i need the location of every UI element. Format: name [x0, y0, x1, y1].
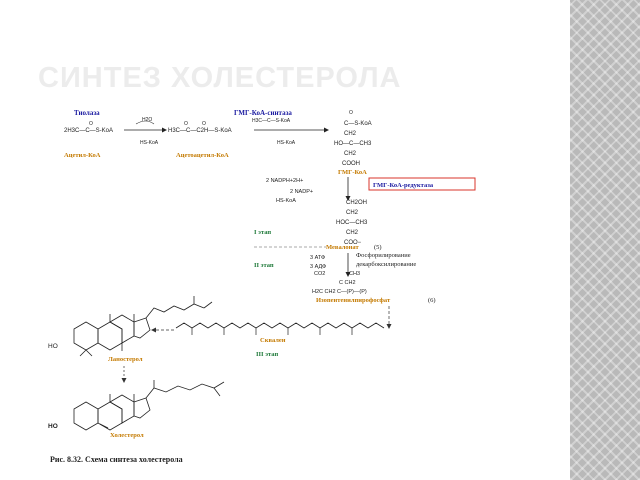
label-lanosterol: Ланостерол	[108, 356, 143, 363]
connector-squalene-head	[151, 327, 156, 333]
enzyme-hmg-synthase: ГМГ-КоА-синтаза	[234, 109, 292, 117]
reductase-highlight-box	[368, 177, 476, 191]
hmg-o: O	[349, 110, 353, 116]
phosphorylation-label: Фосфорилирование	[356, 252, 411, 259]
arrow-2-head	[324, 127, 329, 133]
label-cholesterol: Холестерол	[110, 432, 144, 439]
label-acetoacetyl-coa: Ацетоацетил-КоА	[176, 152, 229, 159]
arrow-lanosterol-cholesterol-head	[121, 378, 127, 383]
acetyl-coa-formula: 2H3C—C—S-KoA	[64, 128, 113, 134]
mevalonate-number: (5)	[374, 244, 382, 251]
decarboxylation-label: декарбоксилирование	[356, 261, 416, 268]
ho-label-2: HO	[48, 423, 58, 430]
figure-caption: Рис. 8.32. Схема синтеза холестерола	[50, 455, 183, 464]
hmg-line-5: COOH	[342, 161, 360, 167]
hs-koa-1-label: HS-KoA	[140, 140, 159, 146]
arrow-4-head	[345, 272, 351, 277]
connector-ipp-head	[386, 324, 392, 329]
squalene-chain	[175, 322, 385, 329]
acetyl-small-label: H3C—C—S-KoA	[252, 118, 291, 124]
hmg-line-3: HO—C—CH3	[334, 141, 372, 147]
stage-1-label: I этап	[254, 229, 271, 236]
hmg-line-1: C—S-KoA	[344, 121, 372, 127]
enzyme-hmg-reductase: ГМГ-КоА-редуктаза	[373, 182, 434, 189]
cholesterol-structure	[73, 380, 225, 431]
slide-title: СИНТЕЗ ХОЛЕСТЕРОЛА	[38, 62, 402, 94]
enzyme-thiolase: Тиолаза	[74, 109, 100, 117]
acetyl-oxygen: O	[89, 121, 93, 127]
label-hmg-coa: ГМГ-КоА	[338, 169, 367, 176]
acetoacetyl-o1: O	[184, 121, 188, 127]
adp-label: 3 АДФ	[310, 264, 326, 270]
nadph-label: 2 NADPH+2H+	[266, 178, 303, 184]
mev-line-4: CH2	[346, 230, 359, 236]
label-squalene: Сквален	[260, 337, 286, 344]
co2-label: CO2	[314, 271, 325, 277]
mev-line-5: COO−	[344, 240, 362, 246]
label-mevalonate: Мевалонат	[326, 244, 359, 251]
arrow-3-head	[345, 196, 351, 201]
hs-koa-2-label: HS-KoA	[277, 140, 296, 146]
h2o-label: H2O	[142, 117, 152, 123]
pathway-diagram: Тиолаза ГМГ-КоА-синтаза 2H3C—C—S-KoA O А…	[48, 109, 476, 439]
ipp-number: (6)	[428, 297, 436, 304]
squalene-branches	[191, 328, 353, 335]
stage-2-label: II этап	[254, 262, 274, 269]
ipp-line-1: CH3	[349, 271, 360, 277]
hs-koa-3-label: HS-KoA	[276, 198, 296, 204]
cholesterol-synthesis-figure: Тиолаза ГМГ-КоА-синтаза 2H3C—C—S-KoA O А…	[44, 104, 484, 466]
ipp-line-3: H2C CH2 C—(P)—(P)	[312, 289, 367, 295]
label-ipp: Изопентенилпирофосфат	[316, 297, 391, 304]
lanosterol-structure	[73, 296, 213, 357]
acetoacetyl-formula: H3C—C—C2H—S-KoA	[168, 128, 232, 134]
mev-line-3: HOC—CH3	[336, 220, 368, 226]
ipp-line-2: C CH2	[339, 280, 356, 286]
ho-label-1: HO	[48, 343, 58, 350]
nadp-label: 2 NADP+	[290, 189, 313, 195]
arrow-1-head	[162, 127, 167, 133]
decorative-stripe	[570, 0, 640, 480]
acetoacetyl-o2: O	[202, 121, 206, 127]
label-acetyl-coa: Ацетил-КоА	[64, 152, 101, 159]
hmg-line-4: CH2	[344, 151, 357, 157]
hmg-line-2: CH2	[344, 131, 357, 137]
mev-line-1: CH2OH	[346, 200, 367, 206]
mev-line-2: CH2	[346, 210, 359, 216]
stage-3-label: III этап	[256, 351, 278, 358]
atp-label: 3 АТФ	[310, 255, 325, 261]
arrow-1-curve	[135, 120, 155, 125]
